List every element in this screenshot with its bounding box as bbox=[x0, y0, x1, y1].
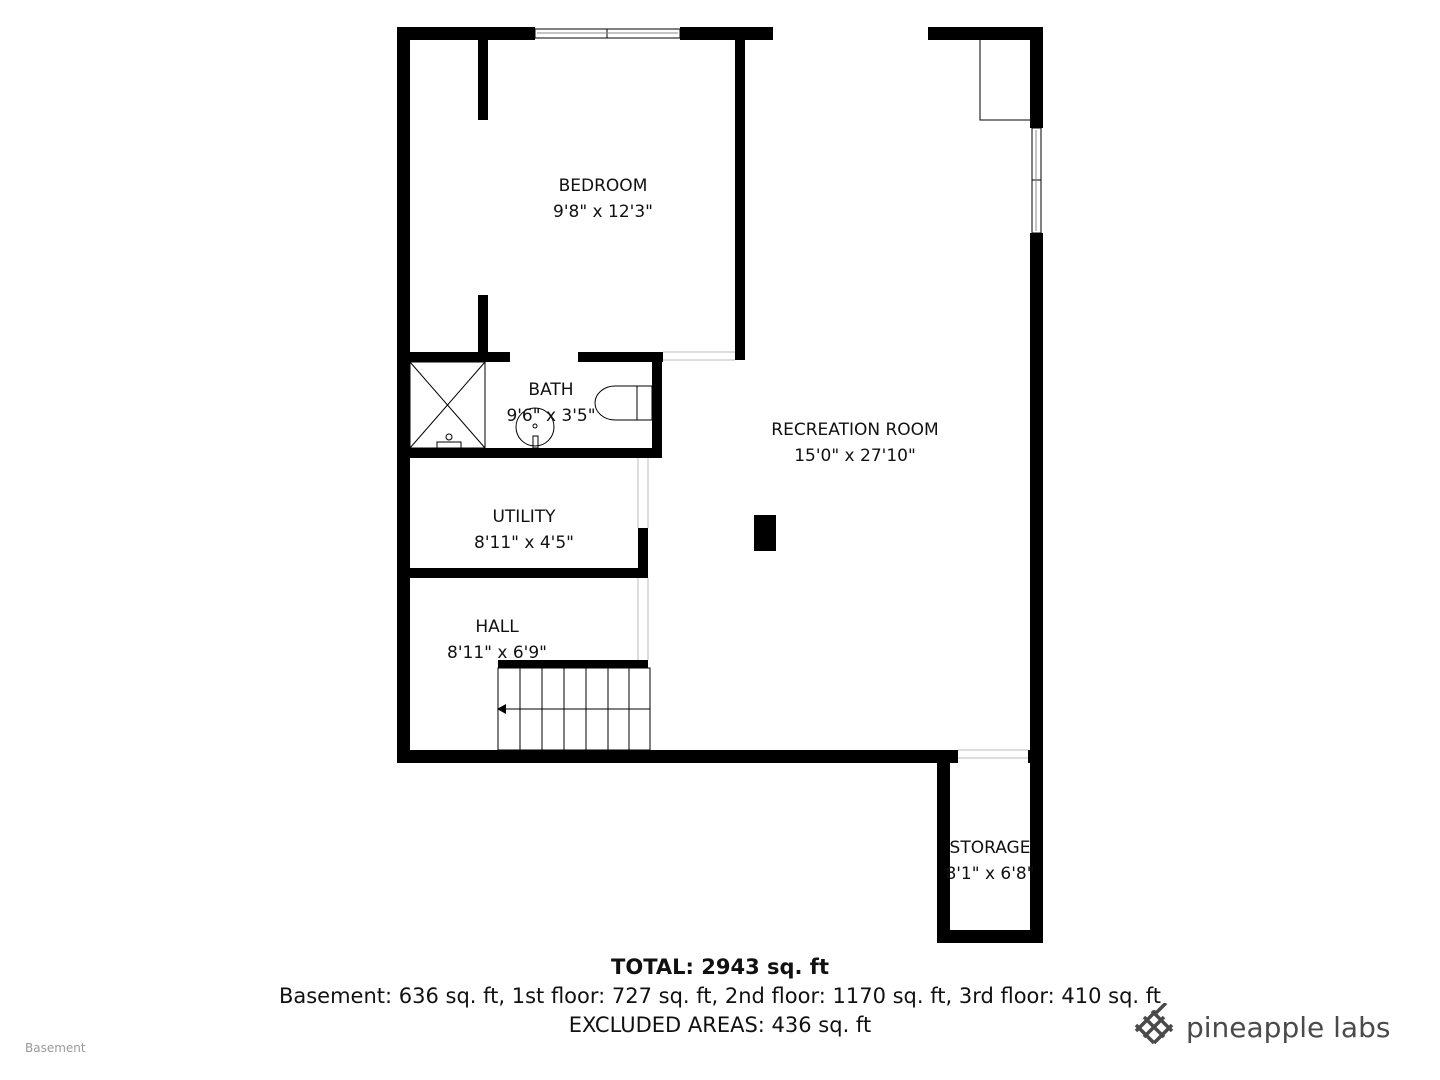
stair-arrow-icon bbox=[497, 704, 506, 714]
room-storage: STORAGE 8'1" x 6'8" bbox=[945, 835, 1034, 887]
room-size: 15'0" x 27'10" bbox=[794, 446, 916, 466]
room-size: 8'11" x 6'9" bbox=[447, 643, 547, 663]
room-size: 8'11" x 4'5" bbox=[474, 533, 574, 553]
logo-text: pineapple labs bbox=[1186, 1010, 1391, 1044]
total-area: TOTAL: 2943 sq. ft bbox=[611, 955, 829, 979]
room-name: HALL bbox=[475, 617, 519, 637]
excluded-areas: EXCLUDED AREAS: 436 sq. ft bbox=[568, 1013, 872, 1037]
room-name: RECREATION ROOM bbox=[771, 420, 939, 440]
room-bath: BATH 9'6" x 3'5" bbox=[506, 377, 595, 429]
pillar bbox=[754, 515, 776, 551]
room-name: BATH bbox=[528, 380, 574, 400]
room-utility: UTILITY 8'11" x 4'5" bbox=[474, 504, 574, 556]
floor-breakdown: Basement: 636 sq. ft, 1st floor: 727 sq.… bbox=[278, 984, 1162, 1008]
room-size: 8'1" x 6'8" bbox=[945, 864, 1035, 884]
room-hall: HALL 8'11" x 6'9" bbox=[447, 614, 547, 666]
walls bbox=[397, 27, 1043, 943]
pineapple-lattice-icon bbox=[1134, 1003, 1174, 1045]
room-size: 9'8" x 12'3" bbox=[553, 202, 653, 222]
room-size: 9'6" x 3'5" bbox=[506, 406, 596, 426]
room-name: UTILITY bbox=[492, 507, 556, 527]
room-name: STORAGE bbox=[949, 838, 1031, 858]
logo: pineapple labs bbox=[1132, 1003, 1390, 1051]
room-bedroom: BEDROOM 9'8" x 12'3" bbox=[553, 173, 653, 225]
area-summary: TOTAL: 2943 sq. ft Basement: 636 sq. ft,… bbox=[0, 953, 1440, 1040]
fixtures bbox=[409, 28, 1042, 759]
room-recreation: RECREATION ROOM 15'0" x 27'10" bbox=[771, 417, 938, 469]
room-name: BEDROOM bbox=[558, 176, 648, 196]
floor-label: Basement bbox=[25, 1041, 86, 1055]
